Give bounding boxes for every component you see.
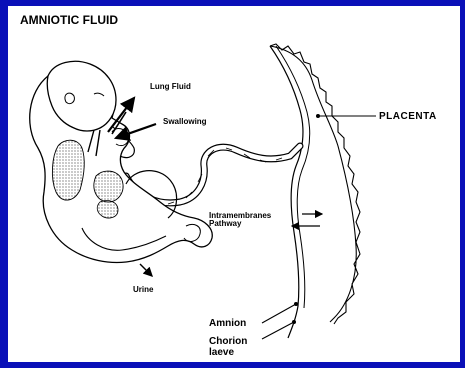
pointer-amnion [262, 304, 296, 323]
placenta-shape [270, 44, 360, 324]
fetus-stomach [94, 171, 123, 202]
pointer-placenta-dot [316, 114, 320, 118]
fetus-lung [52, 140, 84, 200]
diagram-canvas: AMNIOTIC FLUID Lung Fluid Swallowing Int… [8, 6, 460, 362]
umbilical-cord-inner [126, 146, 300, 203]
pointer-chorion-dot [292, 320, 296, 324]
pointer-amnion-dot [294, 302, 298, 306]
diagram-drawing [8, 6, 460, 362]
arrow-urine [140, 264, 152, 276]
umbilical-cord [126, 146, 300, 203]
amnion-membrane [270, 46, 303, 338]
